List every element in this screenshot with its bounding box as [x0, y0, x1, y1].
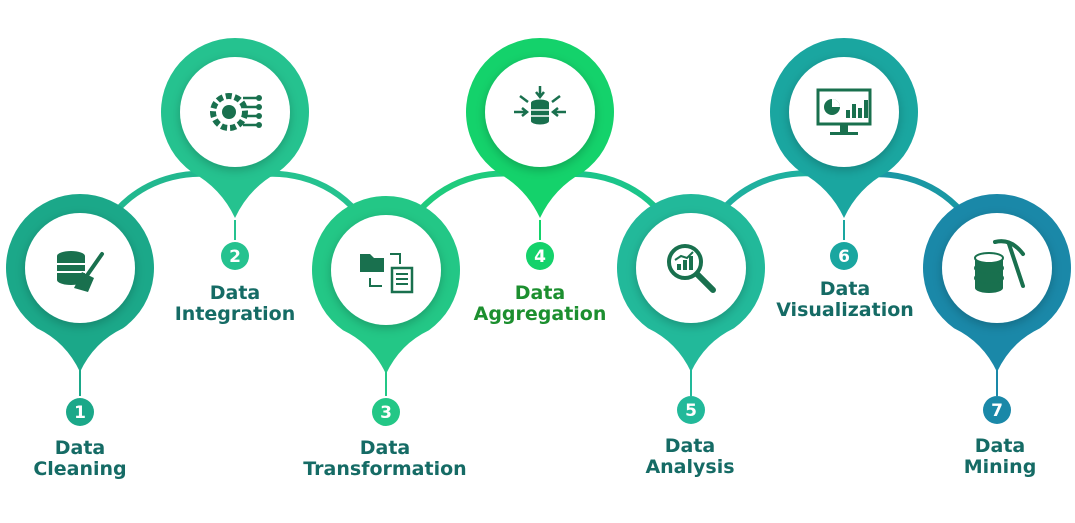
step-7-pin — [922, 193, 1071, 372]
step-3-number-badge: 3 — [372, 398, 400, 426]
step-7-line2: Mining — [963, 456, 1037, 478]
step-5-label: Data Analysis — [630, 436, 750, 478]
step-2-line2: Integration — [174, 303, 296, 325]
step-2-line1: Data — [209, 282, 261, 304]
step-number: 7 — [991, 401, 1003, 421]
step-4-number-badge: 4 — [526, 242, 554, 270]
database-pickaxe-icon — [974, 239, 1025, 293]
number-circle — [983, 396, 1011, 424]
monitor-chart-icon — [816, 88, 872, 135]
number-circle — [830, 242, 858, 270]
step-2-label: Data Integration — [160, 283, 310, 325]
step-5-number-badge: 5 — [677, 396, 705, 424]
folder-document-icon — [360, 253, 414, 294]
step-1-label: Data Cleaning — [20, 438, 140, 480]
step-number: 5 — [685, 401, 697, 421]
step-number: 4 — [534, 247, 546, 267]
pin-inner-circle — [331, 215, 441, 325]
step-3-label: Data Transformation — [290, 438, 480, 480]
step-5-line1: Data — [664, 435, 716, 457]
step-2-pin — [161, 38, 310, 219]
step-4-pin — [466, 38, 614, 219]
step-7-line1: Data — [974, 435, 1026, 457]
step-1-line2: Cleaning — [33, 458, 127, 480]
step-3-line2: Transformation — [303, 458, 467, 480]
step-6-line1: Data — [819, 278, 871, 300]
gear-circuit-icon — [210, 93, 262, 131]
step-4-line2: Aggregation — [473, 303, 607, 325]
step-5-pin — [617, 193, 766, 372]
step-3-pin — [312, 196, 460, 374]
step-number: 6 — [838, 247, 850, 267]
number-circle — [221, 242, 249, 270]
step-1-line1: Data — [54, 437, 106, 459]
step-number: 3 — [380, 403, 392, 423]
number-circle — [677, 396, 705, 424]
step-7-label: Data Mining — [950, 436, 1050, 478]
step-6-pin — [770, 38, 918, 218]
stems — [79, 220, 998, 396]
pin-inner-circle — [789, 57, 899, 167]
step-6-label: Data Visualization — [760, 279, 930, 321]
number-circle — [372, 398, 400, 426]
step-4-label: Data Aggregation — [460, 283, 620, 325]
step-2-number-badge: 2 — [221, 242, 249, 270]
step-3-line1: Data — [359, 437, 411, 459]
database-arrows-icon — [514, 86, 566, 125]
step-6-line2: Visualization — [776, 299, 914, 321]
step-4-line1: Data — [514, 282, 566, 304]
number-circle — [66, 398, 94, 426]
step-number: 2 — [229, 247, 241, 267]
number-circle — [526, 242, 554, 270]
step-7-number-badge: 7 — [983, 396, 1011, 424]
database-broom-icon — [57, 251, 104, 292]
step-1-pin — [6, 194, 155, 372]
step-1-number-badge: 1 — [66, 398, 94, 426]
step-5-line2: Analysis — [645, 456, 735, 478]
step-number: 1 — [74, 403, 86, 423]
step-6-number-badge: 6 — [830, 242, 858, 270]
magnifier-chart-icon — [667, 244, 716, 293]
